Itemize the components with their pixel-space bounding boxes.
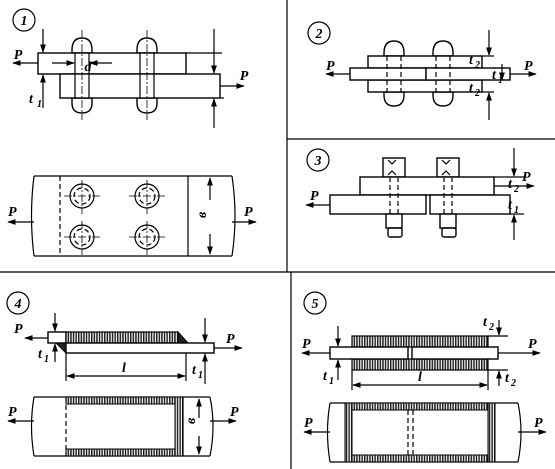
panel-number: 5: [312, 297, 319, 312]
label-width: в: [195, 211, 210, 218]
label-t2b: t: [505, 371, 510, 386]
label-t2: t: [508, 177, 513, 192]
lap-joint-section: [12, 29, 245, 128]
label-t2b-sub: 2: [510, 378, 516, 389]
label-t1-sub: 1: [514, 205, 519, 216]
panel-2: 2 P P t 2 t 1 t 2: [307, 21, 537, 120]
panel-number: 1: [21, 14, 28, 29]
label-t2a: t: [469, 53, 474, 68]
label-p-plan-left: P: [304, 416, 313, 431]
label-l: l: [122, 361, 126, 376]
label-t2b-sub: 2: [474, 88, 480, 99]
label-p-left: P: [302, 337, 311, 352]
lap-joint-plan: [7, 175, 257, 257]
panel-5: 5 P P t 1 t 2 t 2 l: [301, 291, 547, 463]
label-p-plan-left: P: [8, 405, 17, 420]
label-p-plan-right: P: [244, 205, 253, 220]
label-t1-sub: 1: [498, 75, 503, 86]
welded-butt-double-strap-section: [301, 320, 541, 390]
label-t1: t: [508, 198, 513, 213]
label-p-right: P: [226, 332, 235, 347]
label-p-right: P: [522, 170, 531, 185]
panel-4: 4 P P t 1 t 1 l: [6, 291, 243, 457]
panel-number-badge: 4: [6, 291, 30, 315]
panel-1: 1: [7, 8, 257, 257]
rivet-head-group: [64, 180, 165, 255]
bolted-lap-joint: [305, 148, 535, 240]
panel-number-badge: 3: [306, 148, 330, 172]
label-t1: t: [492, 68, 497, 83]
label-p-left: P: [14, 322, 23, 337]
label-p-plan-right: P: [230, 405, 239, 420]
panel-number-badge: 5: [303, 291, 327, 315]
label-t1: t: [323, 369, 328, 384]
panel-number-badge: 1: [12, 8, 36, 32]
label-t2-sub: 2: [513, 184, 519, 195]
label-p-left: P: [326, 59, 335, 74]
panel-number: 4: [14, 297, 22, 312]
panel-number: 3: [314, 154, 322, 169]
label-p-right: P: [528, 337, 537, 352]
welded-lap-joint-plan: [7, 396, 237, 457]
welded-butt-plan: [303, 402, 547, 463]
panel-number: 2: [315, 27, 323, 42]
label-width: в: [184, 417, 199, 424]
panel-3: 3 P P t 2 t 1: [305, 148, 535, 240]
welded-lap-joint-section: [24, 313, 243, 384]
label-t1b: t: [192, 363, 197, 378]
label-p-plan-left: P: [8, 205, 17, 220]
label-p-right: P: [240, 69, 249, 84]
label-t1a-sub: 1: [44, 354, 49, 365]
panel-number-badge: 2: [307, 21, 331, 45]
label-p-left: P: [310, 189, 319, 204]
label-t1b-sub: 1: [198, 370, 203, 381]
label-t2a-sub: 2: [474, 60, 480, 71]
label-t1-sub: 1: [329, 376, 334, 387]
label-t2a-sub: 2: [488, 322, 494, 333]
butt-joint-double-strap: [325, 30, 537, 120]
label-t1-sub: 1: [37, 99, 42, 110]
label-d: d: [85, 60, 93, 75]
label-t1: t: [29, 92, 34, 107]
label-l: l: [418, 370, 422, 385]
label-t2a: t: [483, 315, 488, 330]
label-t2b: t: [469, 81, 474, 96]
label-p-plan-right: P: [534, 416, 543, 431]
label-t1a: t: [38, 347, 43, 362]
label-p-left: P: [14, 48, 23, 63]
label-p-right: P: [524, 59, 533, 74]
